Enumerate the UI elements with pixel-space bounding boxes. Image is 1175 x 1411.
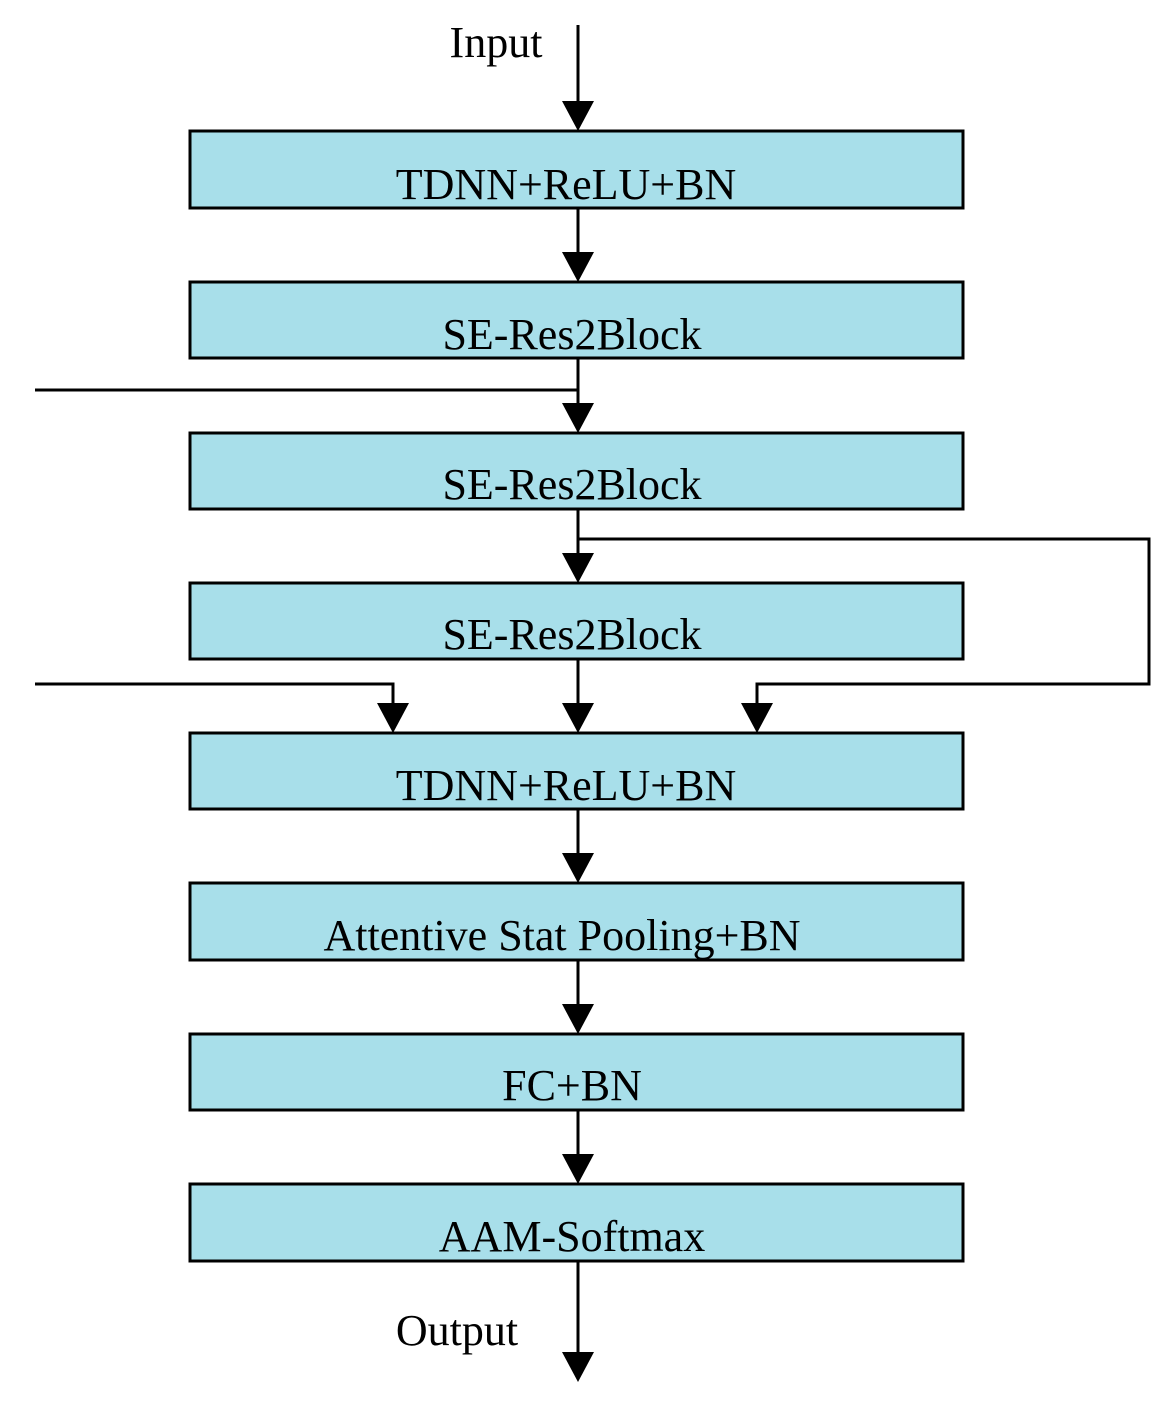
block-box (188, 129, 965, 210)
arrowheads (377, 101, 773, 1382)
skip-left-lower (35, 682, 395, 708)
arrowhead-output (562, 1352, 594, 1382)
block-label: AAM-Softmax (439, 1212, 705, 1261)
block-box (188, 280, 965, 360)
block-label: SE-Res2Block (442, 310, 701, 359)
output-label: Output (396, 1306, 518, 1355)
block-tdnn-relu-bn-first: TDNN+ReLU+BN (188, 129, 965, 210)
block-box (188, 881, 965, 962)
arrowhead-into-block5-center (562, 703, 594, 733)
arrowhead-into-block4 (562, 553, 594, 583)
arrowhead-into-block7 (562, 1004, 594, 1034)
block-attentive-stat-pooling: Attentive Stat Pooling+BN (188, 881, 965, 962)
block-se-res2block-1: SE-Res2Block (188, 280, 965, 360)
block-box (188, 431, 965, 511)
block-fc-bn: FC+BN (188, 1032, 965, 1112)
arrowhead-into-block6 (562, 853, 594, 883)
block-label: SE-Res2Block (442, 460, 701, 509)
arrowhead-into-block3 (562, 403, 594, 433)
input-label: Input (450, 18, 543, 67)
arrowhead-into-block8 (562, 1154, 594, 1184)
block-se-res2block-3: SE-Res2Block (188, 581, 965, 661)
block-tdnn-relu-bn-second: TDNN+ReLU+BN (188, 731, 965, 811)
block-box (188, 731, 965, 811)
block-box (188, 581, 965, 661)
connection-lines (35, 25, 1151, 1353)
blocks: TDNN+ReLU+BN SE-Res2Block SE-Res2Block S… (188, 129, 965, 1263)
block-box (188, 1032, 965, 1112)
block-label: Attentive Stat Pooling+BN (323, 911, 800, 960)
block-box (188, 1182, 965, 1263)
arrowhead-into-block5-left (377, 703, 409, 733)
block-label: FC+BN (502, 1061, 642, 1110)
block-aam-softmax: AAM-Softmax (188, 1182, 965, 1263)
arrowhead-into-block2 (562, 252, 594, 282)
arrowhead-into-block1 (562, 101, 594, 131)
block-label: TDNN+ReLU+BN (396, 761, 736, 810)
block-se-res2block-2: SE-Res2Block (188, 431, 965, 511)
block-label: TDNN+ReLU+BN (396, 160, 736, 209)
block-label: SE-Res2Block (442, 610, 701, 659)
arrowhead-into-block5-right (741, 703, 773, 733)
skip-right (578, 537, 1151, 708)
